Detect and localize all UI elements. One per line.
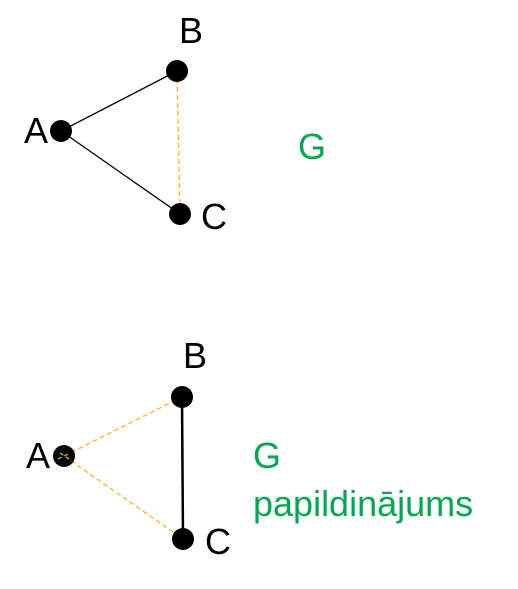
node-label-a: A xyxy=(24,110,48,151)
node-b xyxy=(171,386,193,408)
edge-a-b xyxy=(60,70,178,132)
graph-title-g: G xyxy=(253,435,281,476)
node-label-b: B xyxy=(179,10,203,51)
node-label-a: A xyxy=(26,435,50,476)
node-c xyxy=(172,528,194,550)
node-label-c: C xyxy=(205,521,231,562)
node-b xyxy=(166,60,188,82)
graph-g-complement: A B C G papildinājums xyxy=(26,335,473,562)
edge-a-c xyxy=(60,130,181,215)
node-label-c: C xyxy=(201,196,227,237)
edge-a-b xyxy=(63,396,183,457)
edge-b-c xyxy=(176,70,181,215)
edge-b-c xyxy=(180,396,185,540)
graph-title-g: G xyxy=(298,126,326,167)
graph-g: A B C G xyxy=(24,10,326,237)
edge-a-c xyxy=(63,455,184,540)
graph-title-complement: papildinājums xyxy=(253,483,473,524)
node-a xyxy=(50,120,72,142)
node-a xyxy=(53,445,75,467)
edge-a-b-overlay xyxy=(57,452,71,460)
node-c xyxy=(169,203,191,225)
edge-a-c-overlay xyxy=(59,452,73,462)
node-label-b: B xyxy=(183,335,207,376)
